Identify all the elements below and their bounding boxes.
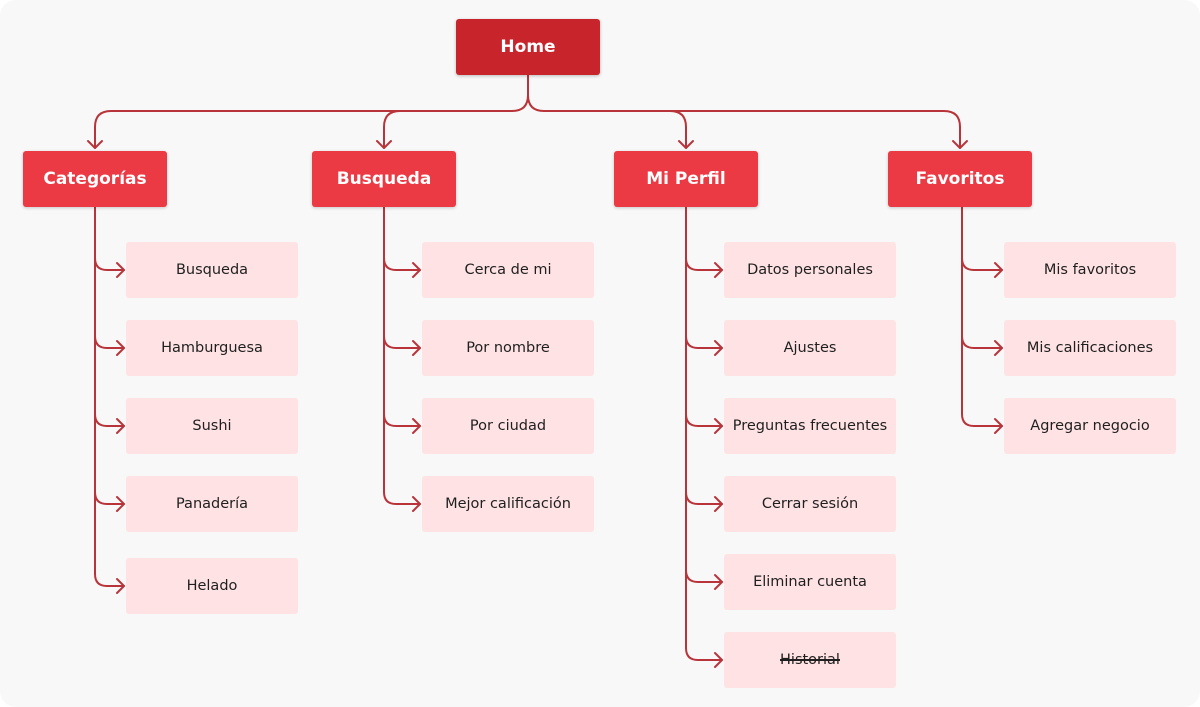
- connector-branch-2-5: [685, 647, 723, 661]
- item-cerca-de-mi[interactable]: Cerca de mi: [422, 242, 594, 298]
- connector-branch-2-3: [685, 491, 723, 505]
- item-label: Cerca de mi: [464, 262, 552, 278]
- category-label: Busqueda: [336, 169, 432, 189]
- arrowhead-item-1-3: [412, 496, 421, 512]
- item-label: Hamburguesa: [161, 340, 263, 356]
- item-label: Cerrar sesión: [761, 496, 859, 512]
- arrowhead-item-2-4: [714, 574, 723, 590]
- arrowhead-item-3-1: [994, 340, 1003, 356]
- item-label: Mejor calificación: [445, 496, 571, 512]
- connector-to-category-2: [543, 110, 687, 149]
- category-favoritos[interactable]: Favoritos: [888, 151, 1032, 207]
- item-label: Helado: [186, 578, 238, 594]
- arrowhead-item-1-0: [412, 262, 421, 278]
- arrowhead-item-0-4: [116, 578, 125, 594]
- item-helado[interactable]: Helado: [126, 558, 298, 614]
- category-mi-perfil[interactable]: Mi Perfil: [614, 151, 758, 207]
- item-hamburguesa[interactable]: Hamburguesa: [126, 320, 298, 376]
- arrowhead-item-1-2: [412, 418, 421, 434]
- item-label: Datos personales: [747, 262, 873, 278]
- item-mis-favoritos[interactable]: Mis favoritos: [1004, 242, 1176, 298]
- connector-branch-0-0: [94, 257, 125, 271]
- item-datos-personales[interactable]: Datos personales: [724, 242, 896, 298]
- item-ajustes[interactable]: Ajustes: [724, 320, 896, 376]
- connector-branch-3-2: [961, 413, 1003, 427]
- connector-branch-2-1: [685, 335, 723, 349]
- connector-branch-3-0: [961, 257, 1003, 271]
- category-busqueda[interactable]: Busqueda: [312, 151, 456, 207]
- arrowhead-item-1-1: [412, 340, 421, 356]
- item-label: Mis favoritos: [1043, 262, 1137, 278]
- connector-to-category-3: [543, 110, 961, 149]
- arrowhead-item-3-0: [994, 262, 1003, 278]
- item-panaderia[interactable]: Panadería: [126, 476, 298, 532]
- item-label: Panadería: [175, 496, 249, 512]
- arrowhead-category-0: [87, 140, 103, 149]
- connector-branch-1-0: [383, 257, 421, 271]
- item-sushi[interactable]: Sushi: [126, 398, 298, 454]
- connector-branch-2-4: [685, 569, 723, 583]
- arrowhead-item-2-0: [714, 262, 723, 278]
- item-label: Eliminar cuenta: [753, 574, 867, 590]
- arrowhead-item-2-3: [714, 496, 723, 512]
- connector-branch-3-1: [961, 335, 1003, 349]
- arrowhead-item-3-2: [994, 418, 1003, 434]
- item-historial[interactable]: Historial: [724, 632, 896, 688]
- item-mis-calificaciones[interactable]: Mis calificaciones: [1004, 320, 1176, 376]
- arrowhead-item-0-1: [116, 340, 125, 356]
- item-agregar-negocio[interactable]: Agregar negocio: [1004, 398, 1176, 454]
- arrowhead-category-2: [678, 140, 694, 149]
- connector-to-category-0: [94, 110, 513, 149]
- arrowhead-category-1: [376, 140, 392, 149]
- item-label: Historial: [780, 652, 840, 668]
- arrowhead-item-0-3: [116, 496, 125, 512]
- connector-branch-0-1: [94, 335, 125, 349]
- item-label: Mis calificaciones: [1026, 340, 1154, 356]
- item-label: Ajustes: [783, 340, 837, 356]
- connector-to-category-1: [383, 110, 513, 149]
- item-eliminar-cuenta[interactable]: Eliminar cuenta: [724, 554, 896, 610]
- home-node[interactable]: Home: [456, 19, 600, 75]
- connector-branch-0-2: [94, 413, 125, 427]
- item-label: Por nombre: [466, 340, 550, 356]
- connector-branch-1-1: [383, 335, 421, 349]
- item-busqueda[interactable]: Busqueda: [126, 242, 298, 298]
- home-label: Home: [500, 37, 556, 57]
- connector-root-left: [511, 74, 529, 112]
- connector-branch-1-2: [383, 413, 421, 427]
- category-categorias[interactable]: Categorías: [23, 151, 167, 207]
- connector-branch-2-2: [685, 413, 723, 427]
- connector-branch-1-3: [383, 491, 421, 505]
- arrowhead-category-3: [952, 140, 968, 149]
- arrowhead-item-2-1: [714, 340, 723, 356]
- connector-branch-2-0: [685, 257, 723, 271]
- item-label: Preguntas frecuentes: [732, 418, 888, 434]
- category-label: Categorías: [43, 169, 147, 189]
- arrowhead-item-2-5: [714, 652, 723, 668]
- connector-root-right: [527, 94, 545, 112]
- category-label: Favoritos: [915, 169, 1005, 189]
- item-por-ciudad[interactable]: Por ciudad: [422, 398, 594, 454]
- item-mejor-calificacion[interactable]: Mejor calificación: [422, 476, 594, 532]
- item-label: Agregar negocio: [1030, 418, 1150, 434]
- arrowhead-item-2-2: [714, 418, 723, 434]
- connector-branch-0-3: [94, 491, 125, 505]
- arrowhead-item-0-2: [116, 418, 125, 434]
- connector-branch-0-4: [94, 573, 125, 587]
- category-label: Mi Perfil: [646, 169, 726, 189]
- item-cerrar-sesion[interactable]: Cerrar sesión: [724, 476, 896, 532]
- item-label: Sushi: [192, 418, 232, 434]
- item-preguntas-frecuentes[interactable]: Preguntas frecuentes: [724, 398, 896, 454]
- item-label: Por ciudad: [469, 418, 547, 434]
- item-label: Busqueda: [175, 262, 249, 278]
- item-por-nombre[interactable]: Por nombre: [422, 320, 594, 376]
- arrowhead-item-0-0: [116, 262, 125, 278]
